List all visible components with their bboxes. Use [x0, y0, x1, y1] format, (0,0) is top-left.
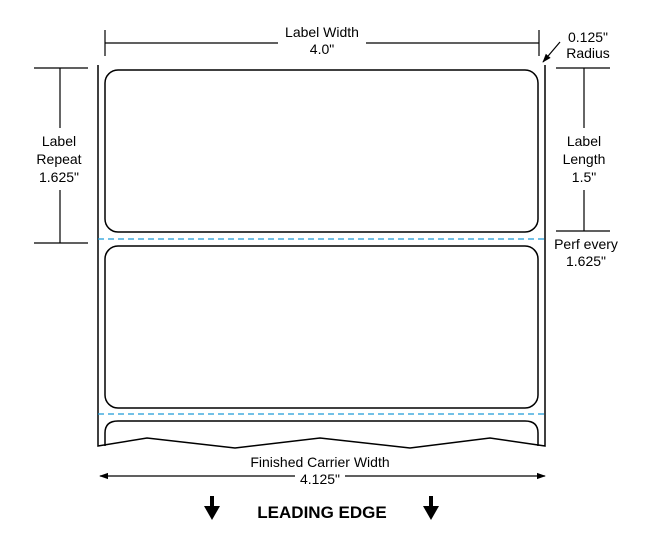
label-width-title: Label Width — [285, 24, 359, 40]
label-length-line1: Label — [567, 133, 601, 149]
radius-leader-arrow — [542, 41, 561, 63]
label-length-line2: Length — [563, 151, 606, 167]
label-repeat-value: 1.625" — [39, 169, 79, 185]
down-arrow-icon — [423, 496, 439, 520]
down-arrow-icon — [204, 496, 220, 520]
carrier-width-value: 4.125" — [300, 471, 340, 487]
label-2 — [104, 245, 539, 409]
label-width-value: 4.0" — [310, 41, 334, 57]
leading-edge-label: LEADING EDGE — [257, 503, 386, 522]
label-3-partial — [104, 420, 539, 446]
label-1 — [104, 69, 539, 233]
carrier-width-title: Finished Carrier Width — [250, 454, 389, 470]
label-repeat-line2: Repeat — [36, 151, 81, 167]
carrier-width-value-bg — [295, 470, 345, 484]
carrier-liner — [97, 65, 546, 449]
label-length-value: 1.5" — [572, 169, 596, 185]
perf-title: Perf every — [554, 236, 618, 252]
radius-value: 0.125" — [568, 29, 608, 45]
perf-value: 1.625" — [566, 253, 606, 269]
radius-title: Radius — [566, 45, 610, 61]
label-repeat-line1: Label — [42, 133, 76, 149]
